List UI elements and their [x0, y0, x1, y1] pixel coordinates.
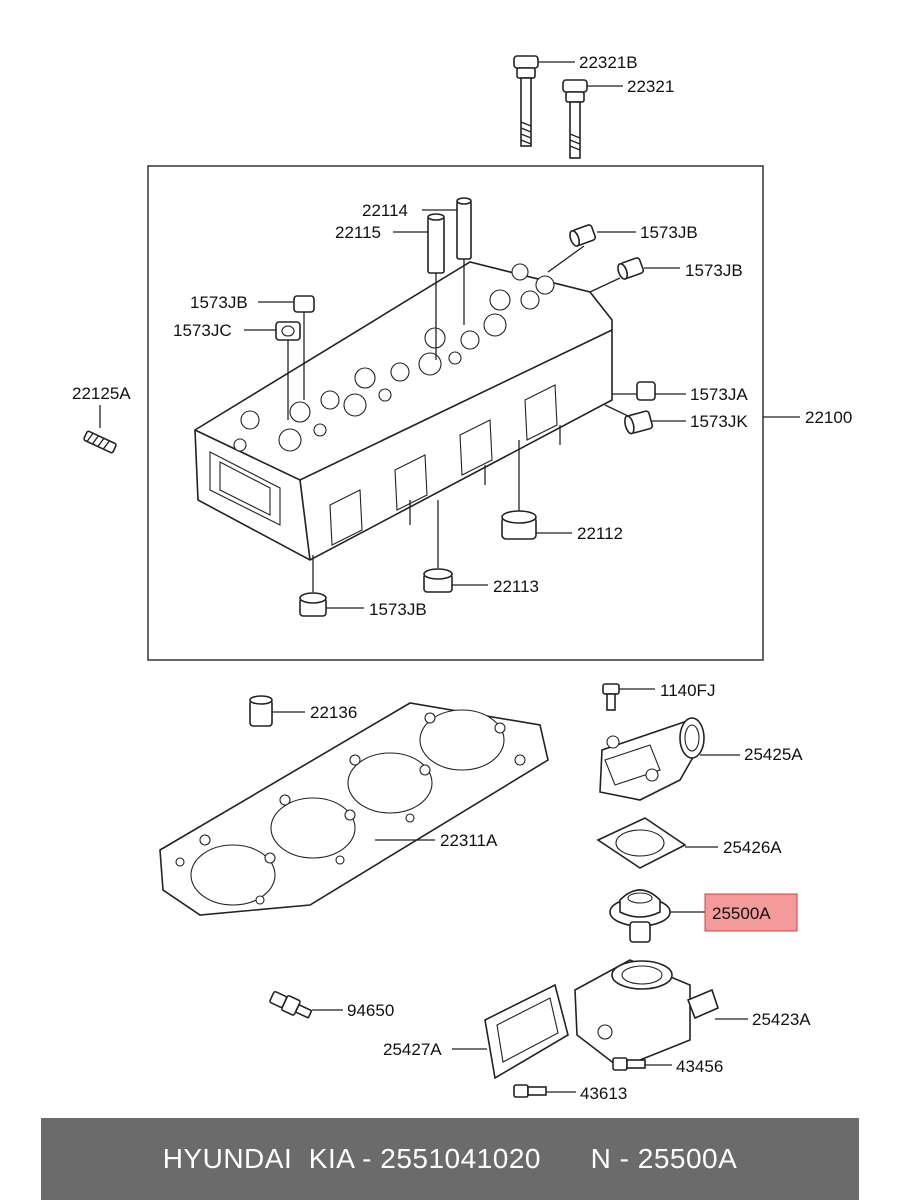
label-1573JB-c: 1573JB: [190, 293, 248, 312]
label-1573JA: 1573JA: [690, 385, 748, 404]
plugs-drawing: [244, 224, 800, 617]
cylinder-head-drawing: [194, 261, 613, 561]
label-1573JC: 1573JC: [173, 321, 232, 340]
label-1573JB-d: 1573JB: [369, 600, 427, 619]
label-94650: 94650: [347, 1001, 394, 1020]
bolt-22321B-drawing: [513, 55, 575, 147]
sleeve-22136-drawing: [249, 695, 305, 727]
label-22115: 22115: [335, 223, 381, 242]
label-22321B: 22321B: [579, 53, 638, 72]
stud-22125A-drawing: [83, 430, 117, 454]
highlight-box: [704, 893, 798, 932]
head-gasket-drawing: [159, 702, 549, 916]
label-1140FJ: 1140FJ: [660, 681, 715, 700]
label-1573JB-b: 1573JB: [685, 261, 743, 280]
label-22136: 22136: [310, 703, 357, 722]
label-25423A: 25423A: [752, 1010, 811, 1029]
label-22100: 22100: [805, 408, 852, 427]
label-43456: 43456: [676, 1057, 723, 1076]
bolt-22321-drawing: [562, 79, 623, 159]
label-22321: 22321: [627, 77, 674, 96]
label-25426A: 25426A: [723, 838, 782, 857]
label-22311A: 22311A: [440, 831, 498, 850]
label-43613: 43613: [580, 1084, 627, 1103]
label-25500A: 25500A: [712, 904, 771, 923]
bolt-43613-drawing: [513, 1084, 576, 1098]
label-22112: 22112: [577, 524, 623, 543]
label-1573JB-a: 1573JB: [640, 223, 698, 242]
bolt-43456-drawing: [612, 1057, 672, 1071]
label-22113: 22113: [493, 577, 539, 596]
label-22114: 22114: [362, 201, 408, 220]
label-22125A: 22125A: [72, 384, 131, 403]
label-25425A: 25425A: [744, 745, 803, 764]
label-1573JK: 1573JK: [690, 412, 748, 431]
thermostat-housing-drawing: [574, 959, 748, 1069]
dowel-pins-drawing: [393, 197, 472, 360]
sensor-94650-drawing: [269, 990, 313, 1019]
bolt-1140FJ-drawing: [602, 683, 655, 711]
housing-gasket-drawing: [452, 983, 569, 1080]
thermostat-drawing: [609, 889, 705, 943]
water-outlet-drawing: [599, 717, 740, 801]
label-25427A: 25427A: [383, 1040, 442, 1059]
assembly-frame: [147, 165, 764, 661]
part-number-footer: HYUNDAI KIA - 2551041020 N - 25500A: [41, 1118, 859, 1200]
outlet-gasket-drawing: [596, 817, 718, 869]
